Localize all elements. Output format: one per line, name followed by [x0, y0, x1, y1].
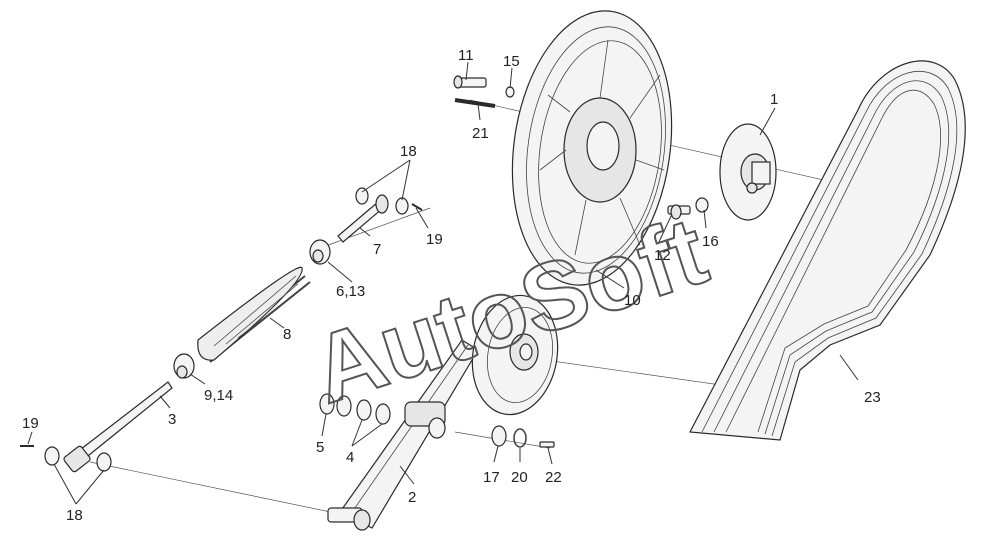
label-5: 5: [316, 439, 324, 456]
label-4: 4: [346, 449, 354, 466]
label-6-13: 6,13: [336, 283, 365, 300]
drive-belt: [689, 60, 966, 441]
hub-flange: [719, 123, 777, 221]
label-18-bottom: 18: [66, 507, 83, 524]
leader-lines: [27, 61, 859, 505]
label-2: 2: [408, 489, 416, 506]
label-1: 1: [770, 91, 778, 108]
nut-15: [505, 86, 515, 98]
label-7: 7: [373, 241, 381, 258]
label-23: 23: [864, 389, 881, 406]
label-21: 21: [472, 125, 489, 142]
tension-rod: [63, 381, 173, 473]
spring: [197, 266, 311, 363]
label-3: 3: [168, 411, 176, 428]
label-12: 12: [654, 247, 671, 264]
idler-pulley: [471, 294, 559, 416]
label-18-top: 18: [400, 143, 417, 160]
label-20: 20: [511, 469, 528, 486]
washer-set: [319, 393, 391, 425]
washers-18-bottom: [44, 446, 112, 472]
label-17: 17: [483, 469, 500, 486]
label-19-top: 19: [426, 231, 443, 248]
washer-17: [491, 425, 507, 447]
label-11: 11: [458, 47, 474, 64]
label-8: 8: [283, 326, 291, 343]
nut-16: [695, 197, 709, 213]
pin-22: [539, 441, 555, 448]
label-9-14: 9,14: [204, 387, 233, 404]
bolt-11: [453, 75, 487, 89]
label-19-bottom: 19: [22, 415, 39, 432]
label-16: 16: [702, 233, 719, 250]
label-10: 10: [624, 292, 641, 309]
bushing-9-14: [173, 353, 195, 379]
pin-21: [454, 98, 496, 108]
bushing-6-13: [309, 239, 331, 265]
bolt-12: [667, 204, 691, 220]
large-pulley: [511, 10, 673, 286]
washers-18-top: [355, 187, 409, 215]
label-22: 22: [545, 469, 562, 486]
circlip-20: [513, 428, 527, 448]
split-pin-19-top: [411, 203, 423, 211]
label-15: 15: [503, 53, 520, 70]
pin-7: [337, 194, 389, 243]
